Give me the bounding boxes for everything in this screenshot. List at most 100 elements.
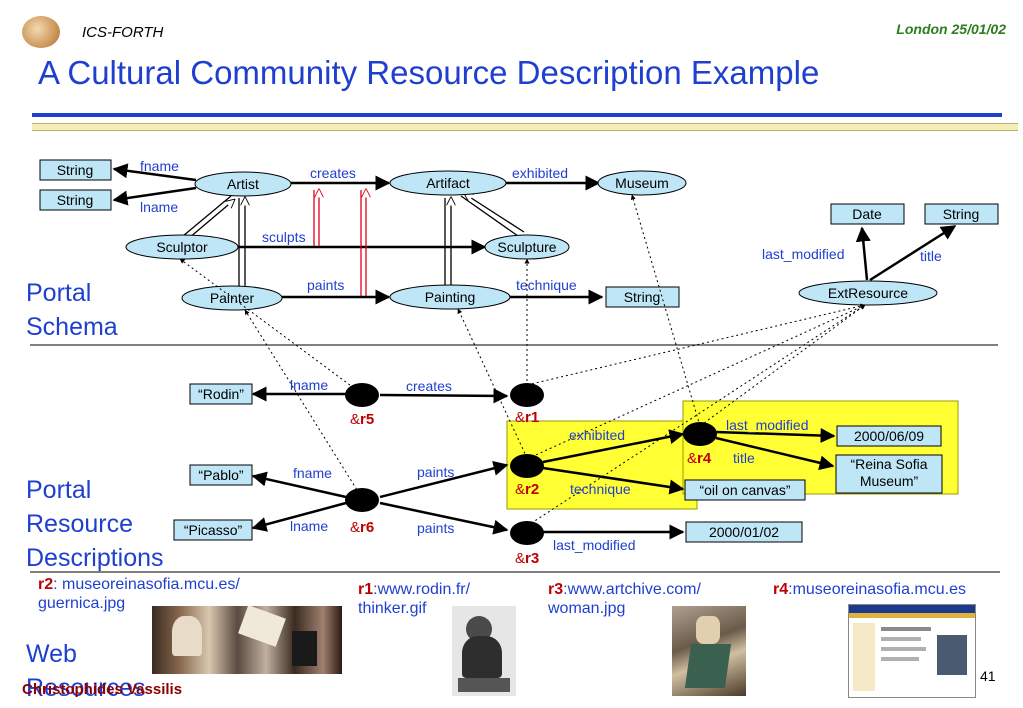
literal-string-fname — [39, 159, 112, 181]
web-resource-r4: r4:museoreinasofia.mcu.es — [773, 580, 1013, 599]
literal-string-technique — [605, 286, 680, 308]
class-artifact — [389, 170, 507, 196]
section-web-line1: Web — [26, 640, 77, 668]
prop-last-modified: last_modified — [762, 246, 845, 262]
literal-string-fname-text: String — [57, 162, 94, 178]
description-literals: “Rodin” “Pablo” “Picasso” 2000/06/09 “Re… — [173, 383, 943, 543]
resource-node-r6 — [345, 488, 379, 512]
section-web-resources: Web Resources — [26, 637, 146, 705]
desc-prop-technique: technique — [570, 481, 631, 497]
title-rule — [32, 113, 1002, 117]
section-descriptions-line3: Descriptions — [26, 544, 164, 572]
class-artist-label: Artist — [227, 176, 259, 192]
literal-museum-name-text: “Reina Sofia Museum” — [850, 456, 928, 489]
edge-last-modified — [855, 226, 871, 281]
class-sculptor-label: Sculptor — [156, 239, 208, 255]
description-property-labels: lname creates exhibited last_modified ti… — [290, 377, 809, 553]
literal-date-text: Date — [852, 206, 882, 222]
literal-rodin — [189, 383, 253, 405]
label-r1: &r1 — [515, 409, 539, 426]
ics-forth-logo — [22, 16, 60, 48]
label-r3: &r3 — [515, 550, 539, 567]
web-resource-r3-url: :www.artchive.com/ woman.jpg — [548, 581, 701, 617]
desc-prop-last-modified-r3: last_modified — [553, 537, 636, 553]
description-edges — [251, 386, 836, 540]
author-footer: Christophides Vassilis — [22, 681, 183, 698]
literal-string-technique-text: String — [624, 289, 661, 305]
org-label: ICS-FORTH — [82, 24, 164, 41]
date-label: London 25/01/02 — [896, 21, 1006, 37]
web-resource-r3-id: r3 — [548, 581, 564, 598]
section-web-line2: Resources — [26, 674, 146, 702]
desc-prop-exhibited: exhibited — [569, 427, 625, 443]
prop-exhibited: exhibited — [512, 165, 568, 181]
class-painting-label: Painting — [425, 289, 476, 305]
literal-date-2000-01-02-text: 2000/01/02 — [709, 524, 779, 540]
edge-lname — [112, 186, 197, 206]
label-r2: &r2 — [515, 481, 539, 498]
prop-lname: lname — [140, 199, 178, 215]
label-r6: &r6 — [350, 519, 374, 536]
schema-classes: Artist Artifact Museum Sculptor Sculptur… — [125, 170, 938, 311]
section-portal-schema-line1: Portal — [26, 279, 92, 307]
literal-museum-name — [835, 454, 943, 494]
desc-prop-lname-r6: lname — [290, 518, 328, 534]
literal-date-2000-06-09 — [836, 425, 942, 447]
class-painting — [389, 284, 511, 310]
title-band — [32, 123, 1018, 131]
resource-node-r1 — [510, 383, 544, 407]
schema-edges — [112, 163, 957, 305]
web-resource-r2-id: r2 — [38, 576, 54, 593]
prop-creates: creates — [310, 165, 356, 181]
literal-picasso — [173, 519, 253, 541]
section-portal-descriptions: Portal Resource Descriptions — [26, 473, 164, 575]
literal-rodin-text: “Rodin” — [198, 386, 244, 402]
section-descriptions-line2: Resource — [26, 510, 133, 538]
prop-fname: fname — [140, 158, 179, 174]
desc-prop-creates: creates — [406, 378, 452, 394]
instance-of-lines — [179, 194, 866, 527]
literal-string-title — [924, 203, 999, 225]
literal-string-lname — [39, 189, 112, 211]
resource-node-r3 — [510, 521, 544, 545]
schema-property-labels: fname lname creates exhibited sculpts pa… — [140, 158, 942, 293]
resource-node-r2 — [510, 454, 544, 478]
desc-prop-fname: fname — [293, 465, 332, 481]
desc-prop-title: title — [733, 450, 755, 466]
literal-date-2000-01-02 — [685, 521, 803, 543]
desc-prop-last-modified-r4: last_modified — [726, 417, 809, 433]
section-portal-schema: Portal Schema — [26, 276, 118, 344]
literal-pablo-text: “Pablo” — [198, 467, 243, 483]
label-r5: &r5 — [350, 411, 374, 428]
thinker-thumbnail — [452, 606, 516, 696]
literal-oil-on-canvas-text: “oil on canvas” — [699, 482, 790, 498]
class-artist — [194, 171, 292, 197]
prop-title: title — [920, 248, 942, 264]
resource-node-r5 — [345, 383, 379, 407]
literal-picasso-text: “Picasso” — [184, 522, 243, 538]
web-resource-r2-url: : museoreinasofia.mcu.es/ guernica.jpg — [38, 576, 240, 612]
class-artifact-label: Artifact — [426, 175, 470, 191]
class-extresource-label: ExtResource — [828, 285, 908, 301]
literal-pablo — [189, 464, 253, 486]
web-resource-r2: r2: museoreinasofia.mcu.es/ guernica.jpg — [38, 575, 283, 613]
class-museum — [597, 170, 687, 196]
literal-date-2000-06-09-text: 2000/06/09 — [854, 428, 924, 444]
literal-string-title-text: String — [943, 206, 980, 222]
edge-fname — [112, 163, 197, 182]
web-resource-r4-url: :museoreinasofia.mcu.es — [788, 581, 966, 598]
guernica-thumbnail — [152, 606, 342, 674]
section-portal-schema-line2: Schema — [26, 313, 118, 341]
web-resource-r1: r1:www.rodin.fr/ thinker.gif — [358, 580, 518, 618]
desc-prop-paints-r2: paints — [417, 464, 454, 480]
class-extresource — [798, 280, 938, 306]
desc-prop-paints-r3: paints — [417, 520, 454, 536]
woman-thumbnail — [672, 606, 746, 696]
page-number: 41 — [980, 668, 996, 684]
literal-string-lname-text: String — [57, 192, 94, 208]
museum-website-thumbnail — [848, 604, 976, 698]
literal-oil-on-canvas — [684, 479, 806, 501]
prop-paints: paints — [307, 277, 344, 293]
section-descriptions-line1: Portal — [26, 476, 92, 504]
